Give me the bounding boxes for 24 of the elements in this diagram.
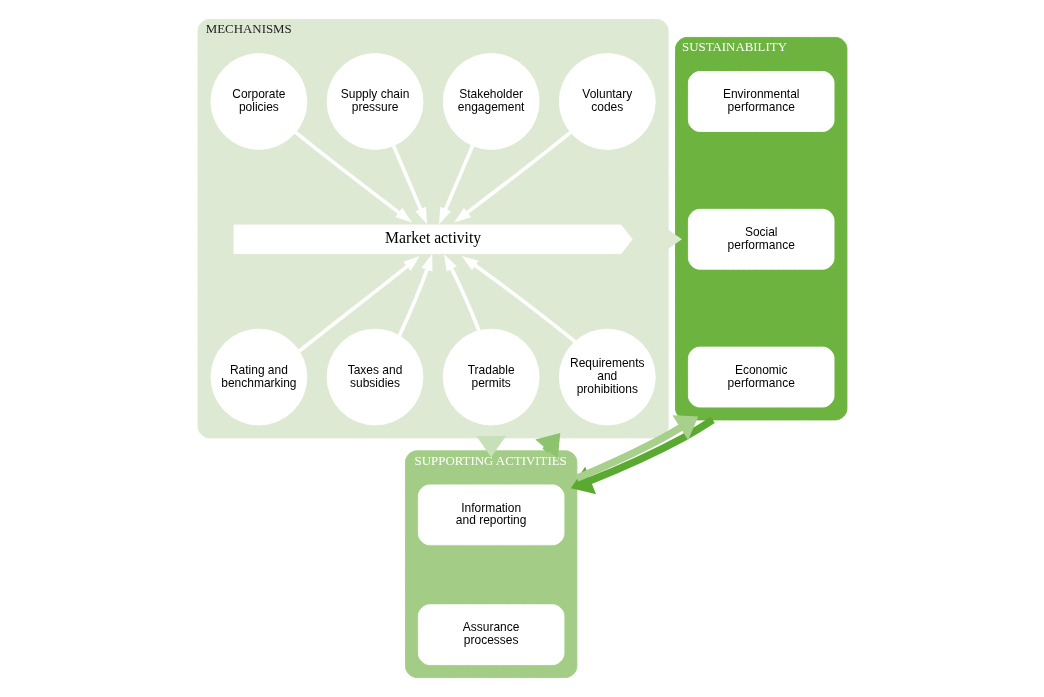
arrow	[391, 145, 427, 225]
node-circle: Stakeholder engagement	[442, 53, 540, 150]
node-circle: Tradable permits	[442, 328, 540, 426]
arrow	[461, 256, 576, 344]
node-circle: Supply chain pressure	[326, 53, 423, 150]
arrow	[293, 130, 412, 223]
arrow	[574, 415, 698, 482]
arrow	[438, 145, 474, 225]
node-box: Social performance	[687, 208, 834, 270]
node-circle: Requirements and prohibitions	[558, 328, 656, 426]
node-box: Information and reporting	[417, 484, 564, 546]
arrow	[443, 254, 481, 332]
node-box: Assurance processes	[417, 604, 564, 666]
node-circle: Corporate policies	[210, 53, 307, 150]
node-circle: Rating and benchmarking	[210, 328, 307, 426]
arrow	[297, 255, 420, 353]
arrow	[570, 416, 715, 495]
node-box: Economic performance	[687, 346, 834, 408]
node-circle: Voluntary codes	[558, 53, 656, 150]
node-box: Environmental performance	[687, 71, 834, 132]
arrow	[397, 253, 432, 337]
arrow	[453, 130, 572, 223]
node-circle: Taxes and subsidies	[326, 328, 423, 426]
arrow	[534, 433, 560, 459]
